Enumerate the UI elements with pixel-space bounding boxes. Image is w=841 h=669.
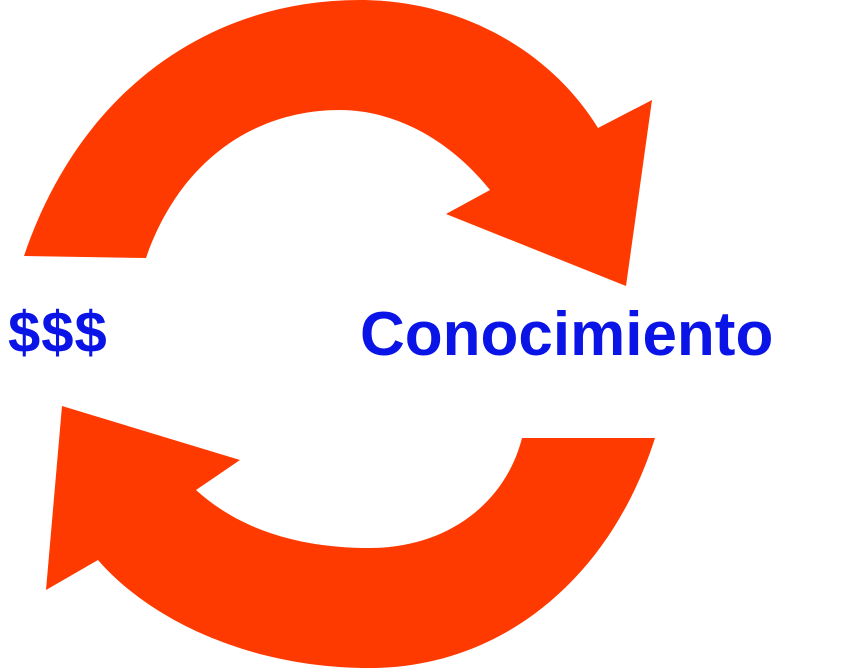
knowledge-label: Conocimiento bbox=[360, 300, 774, 369]
top-cycle-arrow bbox=[24, 0, 652, 286]
money-label: $$$ bbox=[8, 300, 108, 365]
bottom-cycle-arrow bbox=[46, 406, 655, 668]
